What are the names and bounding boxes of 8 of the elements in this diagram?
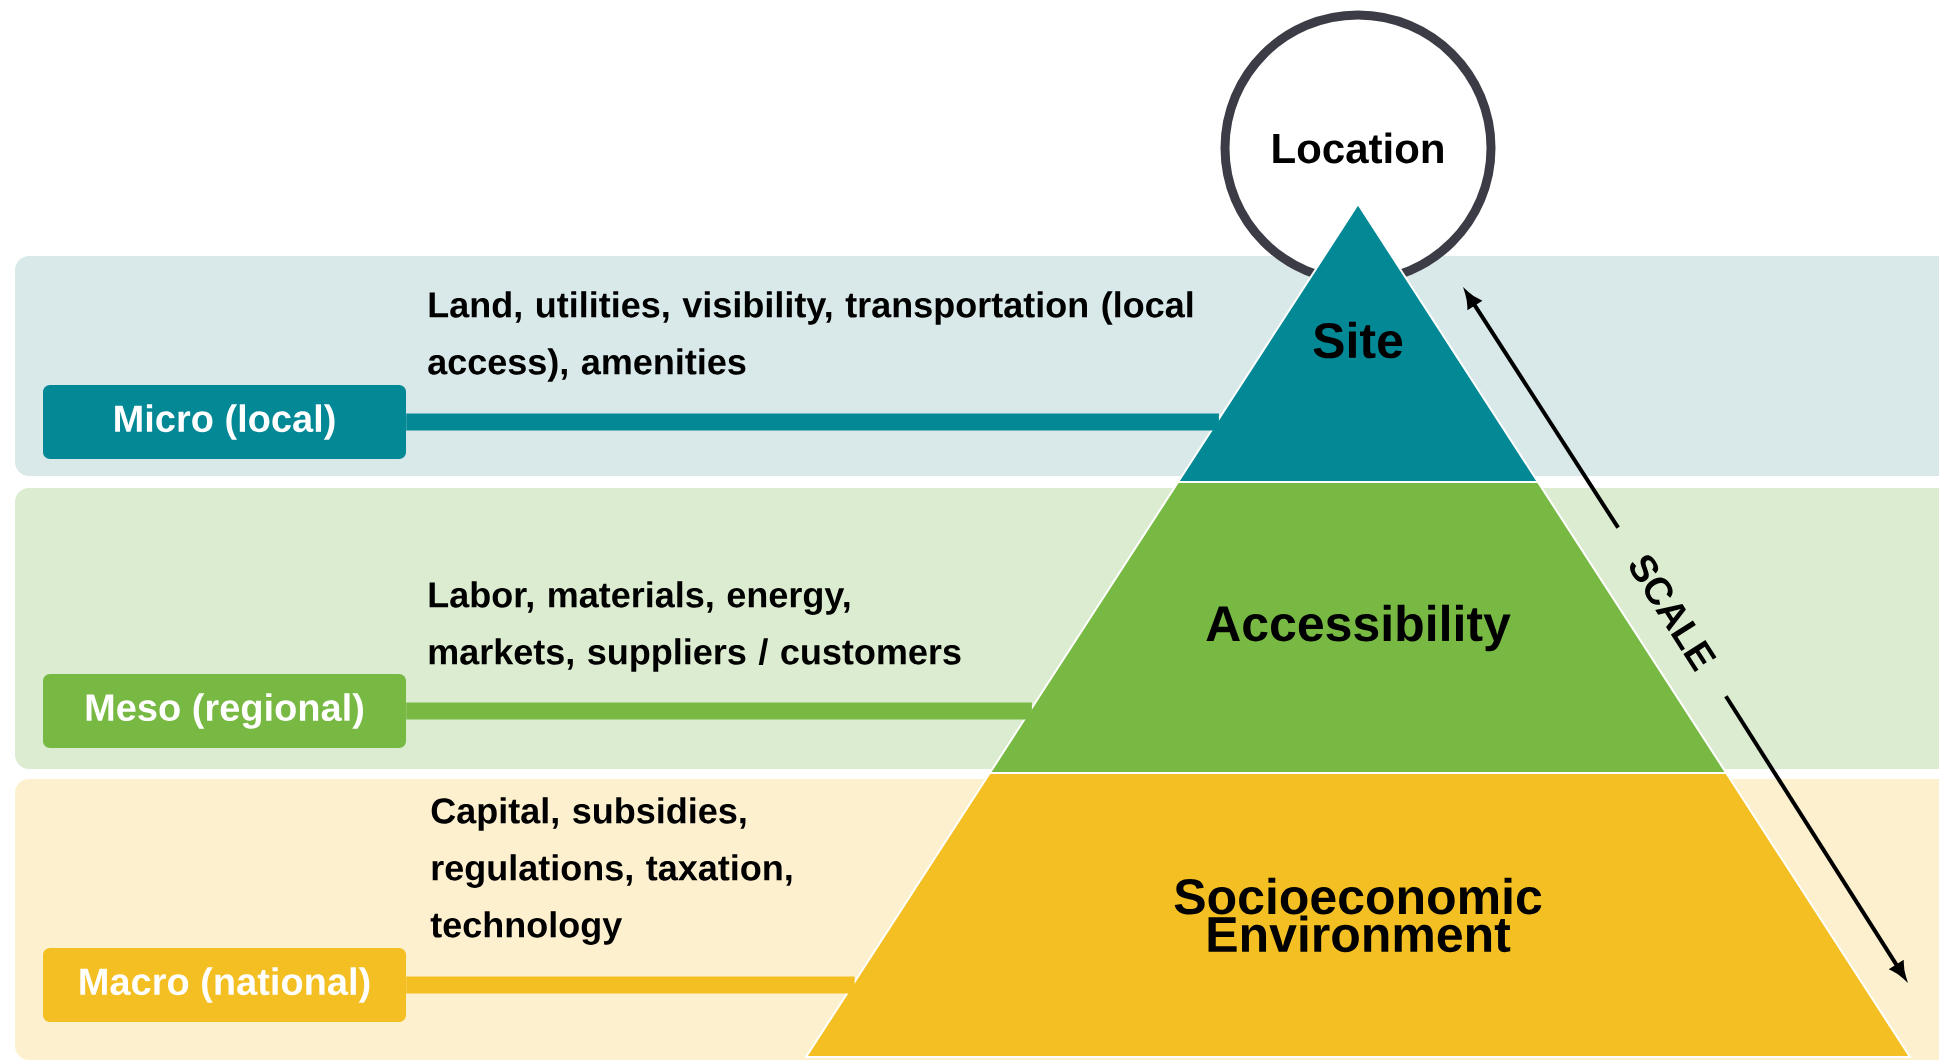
scale-label-box: Macro (national) (43, 948, 406, 1022)
scale-label-box: Meso (regional) (43, 674, 406, 748)
scale-label-box: Micro (local) (43, 385, 406, 459)
connector-line (406, 976, 855, 994)
factor-text: Capital, subsidies, regulations, taxation, technology (430, 797, 792, 945)
connector-line (406, 702, 1032, 720)
connector-line (406, 413, 1219, 431)
factor-text: Labor, materials, energy, markets, suppliers / customers (429, 581, 961, 672)
